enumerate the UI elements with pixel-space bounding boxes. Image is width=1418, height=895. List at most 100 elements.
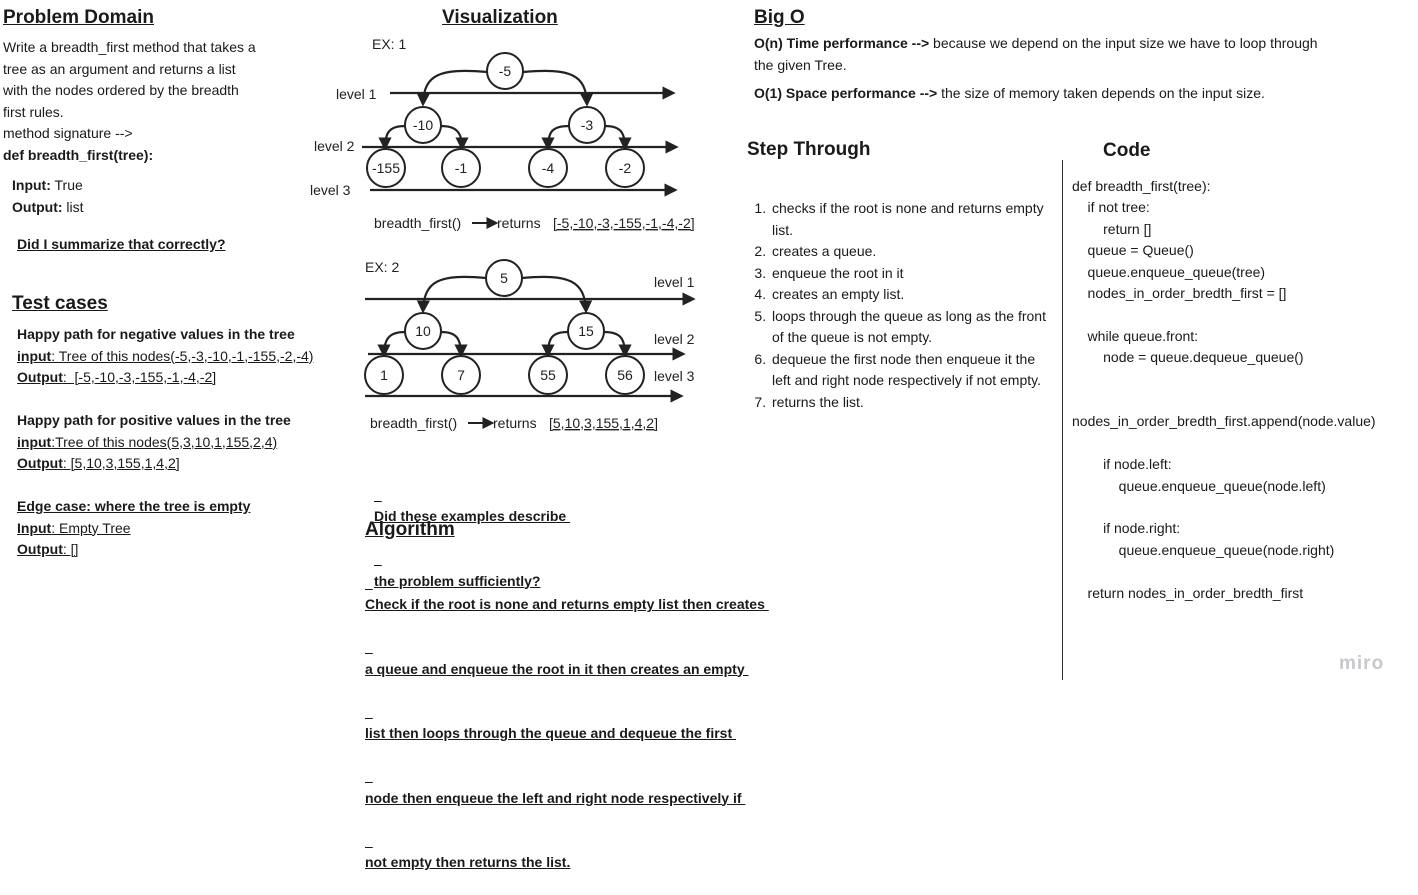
ex1-node (486, 52, 524, 90)
ex2-node-value: 7 (457, 367, 465, 383)
ex2-node (441, 355, 481, 395)
ex2-edge (603, 330, 632, 358)
code-line: if not tree: (1072, 199, 1150, 216)
algorithm-line: node then enqueue the left and right nod… (365, 789, 746, 806)
ex2-node-value: 15 (578, 323, 594, 339)
ex2-node-value: 1 (380, 367, 388, 383)
big-o-text: O(n) Time performance --> because we dep… (754, 33, 1404, 105)
ex1-node (366, 148, 406, 188)
ex1-node-value: -5 (499, 63, 512, 79)
test-cases-title: Test cases (12, 293, 108, 314)
input-label: Input: (12, 177, 51, 193)
code-divider (1062, 160, 1063, 680)
code-line: def breadth_first(tree): (1072, 178, 1211, 194)
description-line: with the nodes ordered by the breadth (3, 82, 239, 98)
code-line: if node.right: (1072, 520, 1181, 537)
time-performance-text: because we depend on the input size we h… (929, 35, 1318, 51)
time-performance-text-cont: the given Tree. (754, 56, 847, 73)
code-line (1072, 497, 1376, 518)
code-line (1072, 561, 1376, 582)
examples-question-line: the problem sufficiently? (374, 572, 541, 589)
ex1-node-value: -3 (581, 117, 594, 133)
code-line (1072, 390, 1376, 411)
test-input-label: Input (17, 519, 52, 536)
ex1-edge (541, 124, 570, 151)
signature-label: method signature --> (3, 125, 133, 141)
space-performance-label: O(1) Space performance --> (754, 85, 938, 101)
code-line: nodes_in_order_bredth_first.append(node.… (1072, 413, 1376, 430)
test-output-label: Output (17, 541, 63, 557)
step-item: checks if the root is none and returns e… (770, 198, 1053, 241)
test-output-label: Output (17, 369, 63, 385)
ex1-level-1: level 1 (336, 86, 377, 102)
ex1-label: EX: 1 (372, 36, 406, 52)
ex2-level-3: level 3 (654, 368, 695, 384)
step-item: creates a queue. (770, 241, 1053, 263)
ex2-node (364, 355, 404, 395)
code-line: queue.enqueue_queue(node.left) (1072, 477, 1326, 494)
ex2-node-value: 56 (617, 367, 633, 383)
test-output-value: : [5,10,3,155,1,4,2] (62, 455, 180, 471)
problem-description: Write a breadth_first method that takes … (3, 37, 303, 166)
ex1-node (568, 106, 606, 144)
test-case-title: Edge case: where the tree is empty (17, 498, 251, 514)
description-line: tree as an argument and returns a list (3, 60, 236, 77)
test-input-label: input (17, 433, 52, 450)
test-input-value: : Empty Tree (51, 519, 131, 536)
ex2-node (528, 355, 568, 395)
algorithm-line: not empty then returns the list. (365, 854, 571, 870)
ex1-edge (416, 69, 488, 107)
code-title: Code (1103, 140, 1151, 161)
code-block: def breadth_first(tree): if not tree: re… (1072, 176, 1376, 604)
test-output-value: : [] (62, 541, 79, 557)
ex1-node (528, 148, 568, 188)
algorithm-title: Algorithm (365, 519, 455, 540)
step-through-title: Step Through (747, 139, 871, 160)
test-input-value: :Tree of this nodes(5,3,10,1,155,2,4) (51, 433, 278, 450)
space-performance-text: the size of memory taken depends on the … (937, 85, 1265, 101)
ex1-level-2: level 2 (314, 138, 355, 154)
ex2-node-value: 10 (415, 323, 431, 339)
step-item: enqueue the root in it (770, 263, 1053, 285)
code-line: nodes_in_order_bredth_first = [] (1072, 285, 1287, 302)
step-item: dequeue the first node then enqueue it t… (770, 349, 1053, 392)
ex1-node-value: -2 (619, 160, 632, 176)
code-line: node = queue.dequeue_queue() (1072, 349, 1304, 366)
ex2-edge (521, 275, 593, 314)
ex1-node-value: -4 (542, 160, 555, 176)
input-value: True (54, 177, 83, 193)
ex1-edge (604, 124, 632, 151)
algorithm-line: Check if the root is none and returns em… (365, 596, 769, 612)
code-line: while queue.front: (1072, 327, 1199, 344)
examples-question-line: Did these examples describe (374, 508, 571, 524)
ex1-call: breadth_first() (374, 215, 461, 231)
time-performance-label: O(n) Time performance --> (754, 35, 930, 51)
ex1-edge (522, 69, 594, 107)
algorithm-text: Check if the root is none and returns em… (365, 551, 769, 895)
test-case: Edge case: where the tree is empty Input… (17, 496, 357, 561)
code-line: queue.enqueue_queue(node.right) (1072, 541, 1335, 558)
test-case-title: Happy path for positive values in the tr… (17, 412, 291, 428)
test-case-title: Happy path for negative values in the tr… (17, 326, 295, 342)
ex2-level-2: level 2 (654, 331, 695, 347)
ex2-node-value: 55 (540, 367, 556, 383)
method-signature: def breadth_first(tree): (3, 146, 154, 163)
output-label: Output: (12, 198, 63, 215)
ex2-edge (541, 330, 569, 358)
problem-domain-title: Problem Domain (3, 7, 154, 28)
ex1-node-value: -10 (413, 117, 433, 133)
step-through-list: checks if the root is none and returns e… (753, 198, 1053, 413)
code-line (1072, 369, 1376, 390)
ex2-node-value: 5 (500, 270, 508, 286)
summary-question: Did I summarize that correctly? (17, 236, 226, 252)
ex2-node (485, 259, 523, 297)
ex2-returns: returns (493, 415, 537, 431)
algorithm-line: a queue and enqueue the root in it then … (365, 660, 749, 677)
ex2-call: breadth_first() (370, 415, 457, 431)
ex2-node (567, 312, 605, 350)
ex1-returns: returns (497, 215, 541, 231)
description-line: Write a breadth_first method that takes … (3, 39, 256, 55)
test-output-label: Output (17, 455, 63, 471)
ex2-result: [5,10,3,155,1,4,2] (549, 415, 658, 431)
ex2-node (404, 312, 442, 350)
